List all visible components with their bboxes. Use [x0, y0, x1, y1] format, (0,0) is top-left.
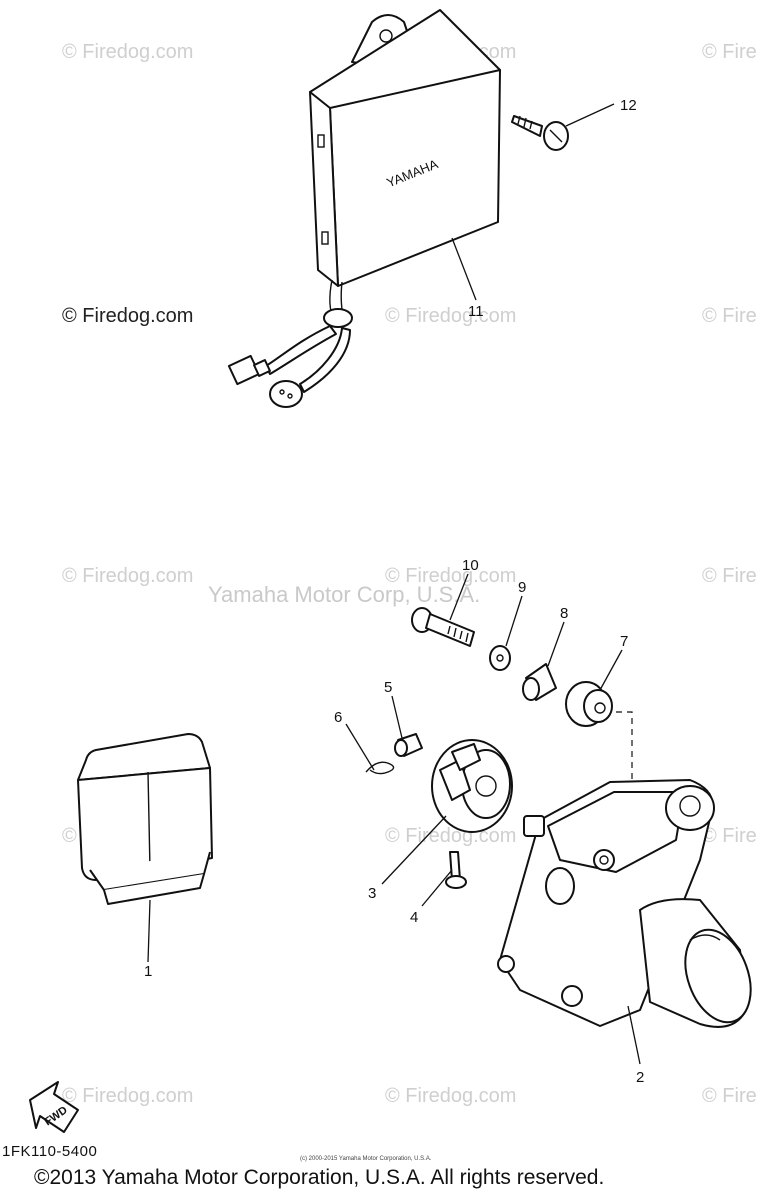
watermark: © Firedog.com [385, 565, 516, 587]
callout-7: 7 [620, 633, 628, 650]
copyright-line: ©2013 Yamaha Motor Corporation, U.S.A. A… [34, 1166, 605, 1189]
part-1-relay [77, 733, 213, 905]
part-9-washer [489, 645, 511, 671]
center-watermark: Yamaha Motor Corp, U.S.A. [208, 582, 480, 607]
part-8-collar [522, 663, 557, 701]
part-7-grommet [565, 681, 613, 727]
diagram-code: 1FK110-5400 [2, 1143, 98, 1160]
part-12-screw [511, 115, 569, 151]
callout-9: 9 [518, 579, 526, 596]
part-10-bolt [411, 607, 475, 647]
watermark: © Fire [702, 825, 757, 847]
part-4-screw [445, 851, 467, 889]
tiny-copyright-notice: (c) 2000-2015 Yamaha Motor Corporation, … [300, 1156, 432, 1162]
leader-lines [147, 103, 641, 1065]
callout-10: 10 [462, 557, 479, 574]
callout-2: 2 [636, 1069, 644, 1086]
callout-11: 11 [468, 303, 484, 320]
watermark: © Firedog.com [62, 305, 193, 327]
callout-4: 4 [410, 909, 418, 926]
watermark: © Firedog.com [385, 305, 516, 327]
watermark: © Firedog.com [62, 565, 193, 587]
watermark: © Fire [702, 1085, 757, 1107]
part-6-spring [365, 761, 395, 775]
watermark: © Firedog.com [62, 1085, 193, 1107]
watermark: © Firedog.com [385, 825, 516, 847]
callout-8: 8 [560, 605, 568, 622]
callout-numbers: 1 2 3 4 5 6 7 8 9 10 11 12 [144, 97, 644, 1086]
part-3-brush-holder [431, 739, 513, 833]
callout-6: 6 [334, 709, 342, 726]
part-5-brush [394, 733, 423, 757]
callout-12: 12 [620, 97, 637, 114]
part-2-motor-housing [497, 711, 752, 1028]
watermark: © Firedog.com [62, 41, 193, 63]
callout-5: 5 [384, 679, 392, 696]
part-11-control-unit: YAMAHA [227, 9, 501, 408]
fwd-arrow-icon: FWD [29, 1081, 79, 1133]
watermark: © Fire [702, 41, 757, 63]
callout-1: 1 [144, 963, 152, 980]
watermarks: © Firedog.com © Firedog.com © Fire © Fir… [62, 41, 757, 1107]
callout-3: 3 [368, 885, 376, 902]
watermark: © Fire [702, 305, 757, 327]
watermark: © Fire [702, 565, 757, 587]
watermark: © Firedog.com [385, 1085, 516, 1107]
